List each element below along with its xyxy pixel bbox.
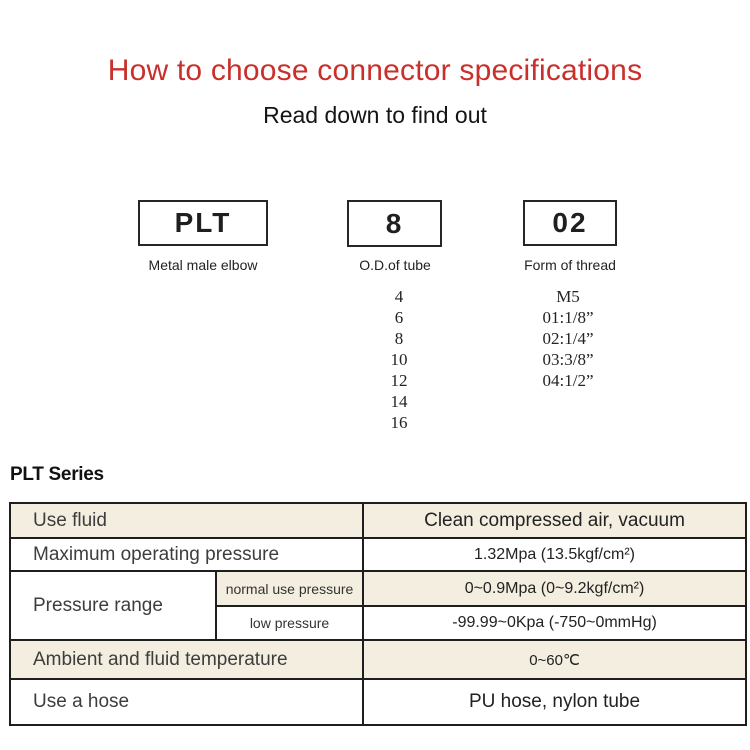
spec-label-pressure-range: Pressure range [9,570,217,641]
spec-label-temperature: Ambient and fluid temperature [8,639,365,680]
model-code-box-tube: 8 [347,200,442,247]
tube-option: 16 [390,413,408,432]
spec-value-normal-pressure: 0~0.9Mpa (0~9.2kgf/cm²) [362,570,748,607]
thread-form-options: M5 01:1/8” 02:1/4” 03:3/8” 04:1/2” [493,286,643,391]
thread-meaning-label: Form of thread [524,257,616,273]
model-code-series: PLT [174,207,232,238]
tube-option: 14 [390,392,408,411]
spec-value-temperature: 0~60℃ [362,639,748,680]
spec-value-low-pressure: -99.99~0Kpa (-750~0mmHg) [362,605,748,641]
table-row-hose: Use a hose PU hose, nylon tube [8,678,748,726]
model-code-thread: 02 [552,207,588,238]
page-subtitle: Read down to find out [263,102,487,128]
spec-value-hose: PU hose, nylon tube [362,678,748,726]
thread-option: 02:1/4” [542,329,594,348]
table-row-pressure-range-normal: Pressure range normal use pressure 0~0.9… [9,570,748,641]
tube-option: 4 [394,287,404,306]
thread-option: 01:1/8” [542,308,594,327]
spec-sublabel-normal-pressure: normal use pressure [214,570,365,607]
spec-table: Use fluid Clean compressed air, vacuum M… [8,502,748,726]
model-code-box-series: PLT [138,200,268,246]
thread-option: 03:3/8” [542,350,594,369]
spec-value-max-pressure: 1.32Mpa (13.5kgf/cm²) [362,537,748,572]
tube-option: 6 [394,308,404,327]
spec-value-use-fluid: Clean compressed air, vacuum [362,502,748,539]
model-code-tube: 8 [385,207,404,239]
spec-label-max-pressure: Maximum operating pressure [8,537,365,572]
series-heading: PLT Series [10,464,104,485]
thread-option: M5 [556,287,580,306]
page-title: How to choose connector specifications [107,54,643,87]
spec-sublabel-low-pressure: low pressure [214,605,365,641]
table-row-max-pressure: Maximum operating pressure 1.32Mpa (13.5… [8,537,748,572]
table-row-use-fluid: Use fluid Clean compressed air, vacuum [8,502,748,539]
tube-option: 8 [394,329,404,348]
tube-option: 12 [390,371,408,390]
table-row-temperature: Ambient and fluid temperature 0~60℃ [8,639,748,680]
tube-size-options: 4 6 8 10 12 14 16 [349,286,449,433]
model-code-box-thread: 02 [523,200,617,246]
thread-option: 04:1/2” [542,371,594,390]
tube-meaning-label: O.D.of tube [359,257,431,273]
tube-option: 10 [390,350,408,369]
table-row-pressure-range-low: low pressure -99.99~0Kpa (-750~0mmHg) [10,605,748,641]
series-meaning-label: Metal male elbow [148,257,258,273]
spec-label-use-fluid: Use fluid [8,502,365,539]
spec-label-hose: Use a hose [8,678,365,726]
